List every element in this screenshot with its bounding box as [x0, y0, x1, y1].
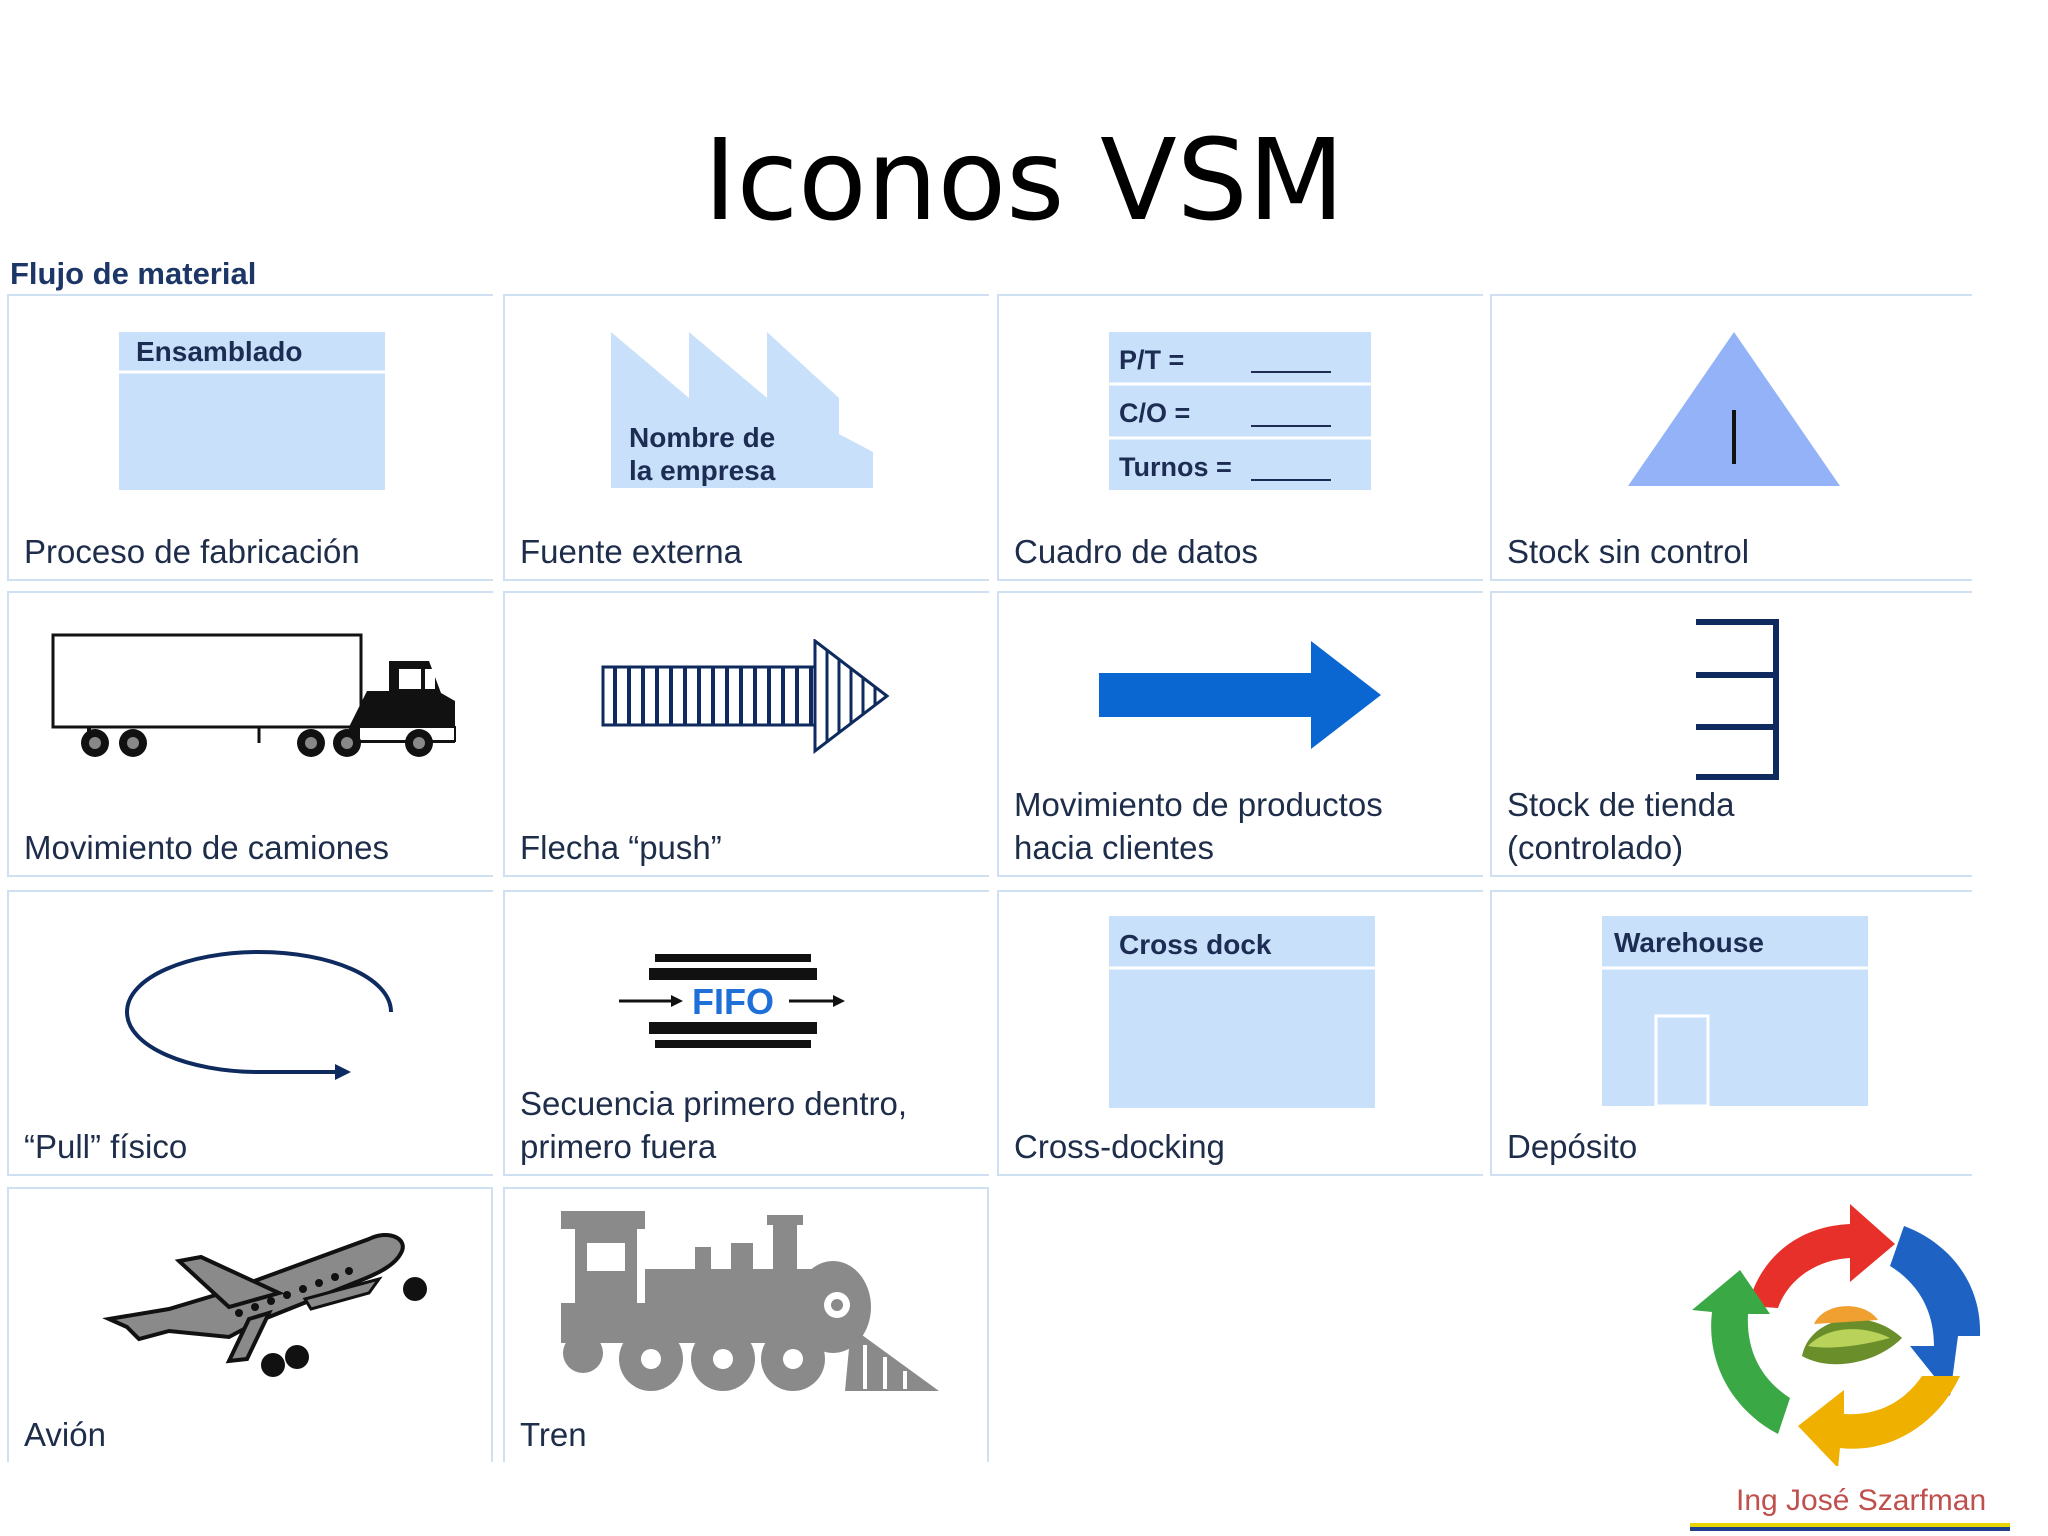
factory-label-line1: Nombre de [629, 422, 775, 453]
factory-icon: Nombre de la empresa [611, 332, 873, 488]
warehouse-icon: Warehouse [1602, 916, 1868, 1108]
footer-author: Ing José Szarfman [1736, 1484, 1987, 1517]
caption-warehouse: Depósito [1507, 1128, 1638, 1165]
caption-truck: Movimiento de camiones [24, 829, 389, 866]
slide-title: Iconos VSM [703, 116, 1345, 246]
data-row-co: C/O = [1119, 398, 1190, 428]
push-arrow-icon [601, 639, 890, 755]
cross-dock-label: Cross dock [1119, 929, 1272, 960]
footer-rule-blue [1690, 1527, 2010, 1531]
data-row-turnos: Turnos = [1119, 452, 1232, 482]
cell-fifo: FIFO Secuencia primero dentro, primero f… [503, 890, 989, 1176]
fifo-lane-icon: FIFO [619, 954, 845, 1048]
caption-airplane: Avión [24, 1416, 106, 1453]
cell-external-source: Nombre de la empresa Fuente externa [503, 294, 989, 581]
cycle-logo-icon [1692, 1204, 1981, 1466]
warehouse-label: Warehouse [1614, 927, 1764, 958]
cross-dock-icon: Cross dock [1109, 916, 1375, 1108]
cell-push-arrow: Flecha “push” [503, 591, 989, 877]
cell-process: Ensamblado Proceso de fabricación [7, 294, 493, 581]
process-box-icon: Ensamblado [119, 332, 385, 490]
caption-train: Tren [520, 1416, 587, 1453]
supermarket-icon [1696, 619, 1779, 780]
data-box-icon: P/T = C/O = Turnos = [1109, 332, 1371, 490]
caption-cross-dock: Cross-docking [1014, 1128, 1225, 1165]
train-icon [561, 1211, 939, 1391]
cell-supermarket: Stock de tienda (controlado) [1490, 591, 1972, 877]
data-row-pt: P/T = [1119, 345, 1184, 375]
cell-train: Tren [503, 1187, 989, 1462]
footer-rule-yellow [1690, 1523, 2010, 1527]
fifo-label: FIFO [692, 981, 774, 1022]
caption-process: Proceso de fabricación [24, 533, 360, 570]
caption-supermarket: Stock de tienda (controlado) [1507, 786, 1735, 866]
cell-data-box: P/T = C/O = Turnos = Cuadro de datos [997, 294, 1483, 581]
caption-push-arrow: Flecha “push” [520, 829, 722, 866]
pull-circle-icon [124, 949, 393, 1080]
caption-uncontrolled-stock: Stock sin control [1507, 533, 1750, 570]
truck-icon [51, 633, 456, 757]
inventory-triangle-icon [1628, 332, 1840, 486]
cell-airplane: Avión [7, 1187, 493, 1462]
caption-shipment-arrow: Movimiento de productos hacia clientes [1014, 786, 1383, 866]
section-heading: Flujo de material [10, 256, 257, 291]
cell-cross-dock: Cross dock Cross-docking [997, 890, 1483, 1176]
cell-pull-circle: “Pull” físico [7, 890, 493, 1176]
shipment-arrow-icon [1099, 641, 1381, 749]
cell-warehouse: Warehouse Depósito [1490, 890, 1972, 1176]
cell-truck: Movimiento de camiones [7, 591, 493, 877]
airplane-icon [102, 1233, 427, 1377]
caption-fifo: Secuencia primero dentro, primero fuera [520, 1085, 908, 1165]
caption-pull: “Pull” físico [24, 1128, 188, 1165]
factory-label-line2: la empresa [629, 455, 776, 486]
caption-data-box: Cuadro de datos [1014, 533, 1259, 570]
cell-uncontrolled-stock: Stock sin control [1490, 294, 1972, 581]
caption-external-source: Fuente externa [520, 533, 742, 570]
process-label: Ensamblado [136, 336, 302, 367]
cell-shipment-arrow: Movimiento de productos hacia clientes [997, 591, 1483, 877]
